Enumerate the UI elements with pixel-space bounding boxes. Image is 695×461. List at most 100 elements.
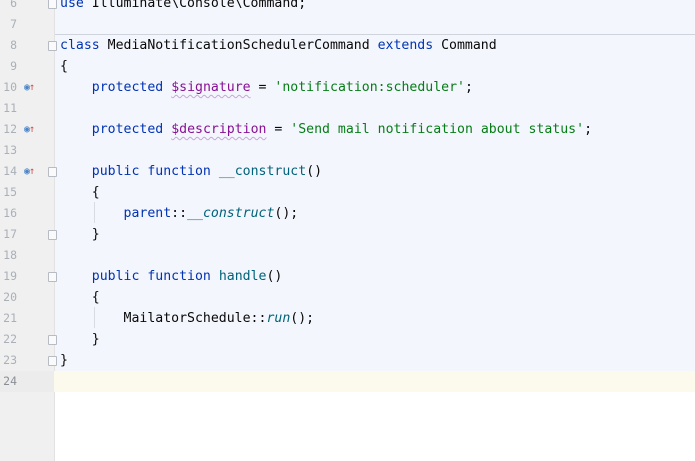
line-number[interactable]: 22: [3, 332, 17, 346]
fold-toggle-icon[interactable]: [48, 167, 57, 177]
line-number[interactable]: 13: [3, 143, 17, 157]
code-token: run: [266, 311, 291, 326]
code-line-17[interactable]: 17 }: [0, 224, 695, 245]
line-number[interactable]: 9: [10, 59, 17, 73]
code-token: public: [91, 164, 140, 179]
code-token: ::: [171, 206, 188, 221]
code-text: class MediaNotificationSchedulerCommand …: [60, 35, 497, 56]
code-token: class: [60, 38, 100, 53]
code-line-23[interactable]: 23}: [0, 350, 695, 371]
code-token: {: [60, 59, 68, 74]
code-token: Illuminate\Console\Command;: [83, 0, 307, 11]
code-text: parent::__construct();: [60, 203, 299, 224]
code-token: [60, 164, 92, 179]
code-line-8[interactable]: 8 class MediaNotificationSchedulerCommand…: [0, 35, 695, 56]
code-text: }: [60, 224, 100, 245]
code-line-11[interactable]: 11: [0, 98, 695, 119]
fold-toggle-icon[interactable]: [48, 356, 57, 366]
code-line-20[interactable]: 20 {: [0, 287, 695, 308]
line-number[interactable]: 17: [3, 227, 17, 241]
code-token: __construct: [187, 206, 275, 221]
indent-guide: [94, 202, 95, 223]
class-scope-highlight: [55, 0, 695, 371]
code-token: }: [60, 227, 100, 242]
indent-guide: [94, 307, 95, 328]
line-number[interactable]: 12: [3, 122, 17, 136]
code-token: protected: [91, 122, 164, 137]
line-number[interactable]: 16: [3, 206, 17, 220]
code-token: [60, 122, 92, 137]
code-token: {: [60, 185, 100, 200]
code-token: __construct: [218, 164, 307, 179]
line-number[interactable]: 20: [3, 290, 17, 304]
code-text: }: [60, 329, 100, 350]
code-line-13[interactable]: 13: [0, 140, 695, 161]
code-text: {: [60, 56, 68, 77]
line-number[interactable]: 19: [3, 269, 17, 283]
code-token: public: [91, 269, 140, 284]
code-text: protected $description = 'Send mail noti…: [60, 119, 592, 140]
code-token: MailatorSchedule::: [60, 311, 267, 326]
line-number[interactable]: 10: [3, 80, 17, 94]
line-number[interactable]: 6: [10, 0, 17, 10]
code-line-21[interactable]: 21 MailatorSchedule::run();: [0, 308, 695, 329]
code-line-12[interactable]: 12 ◉↑ protected $description = 'Send mail…: [0, 119, 695, 140]
line-number[interactable]: 11: [3, 101, 17, 115]
code-line-15[interactable]: 15 {: [0, 182, 695, 203]
fold-toggle-icon[interactable]: [48, 0, 57, 9]
code-text: public function __construct(): [60, 161, 322, 182]
code-token: protected: [91, 80, 164, 95]
code-token: ();: [290, 311, 315, 326]
code-token: [211, 269, 219, 284]
code-token: [163, 80, 171, 95]
code-text: MailatorSchedule::run();: [60, 308, 315, 329]
line-number[interactable]: 14: [3, 164, 17, 178]
code-token: (): [306, 164, 323, 179]
code-line-14[interactable]: 14 ◉↑ public function __construct(): [0, 161, 695, 182]
line-number[interactable]: 15: [3, 185, 17, 199]
code-token: MediaNotificationSchedulerCommand: [99, 38, 378, 53]
code-token: [60, 269, 92, 284]
fold-toggle-icon[interactable]: [48, 230, 57, 240]
code-token: {: [60, 290, 100, 305]
code-text: public function handle(): [60, 266, 283, 287]
line-number[interactable]: 18: [3, 248, 17, 262]
code-line-16[interactable]: 16 parent::__construct();: [0, 203, 695, 224]
fold-toggle-icon[interactable]: [48, 272, 57, 282]
code-line-22[interactable]: 22 }: [0, 329, 695, 350]
code-token: ();: [274, 206, 299, 221]
code-line-18[interactable]: 18: [0, 245, 695, 266]
code-text: protected $signature = 'notification:sch…: [60, 77, 473, 98]
override-method-icon[interactable]: ◉↑: [24, 124, 36, 135]
code-token: [60, 206, 124, 221]
code-token: 'Send mail notification about status': [290, 122, 585, 137]
fold-toggle-icon[interactable]: [48, 335, 57, 345]
line-number[interactable]: 23: [3, 353, 17, 367]
method-separator: [55, 34, 695, 35]
code-token: ;: [464, 80, 473, 95]
code-line-19[interactable]: 19 public function handle(): [0, 266, 695, 287]
override-method-icon[interactable]: ◉↑: [24, 82, 36, 93]
fold-toggle-icon[interactable]: [48, 41, 57, 51]
code-token: (): [266, 269, 283, 284]
code-line-7[interactable]: 7: [0, 14, 695, 35]
line-number[interactable]: 21: [3, 311, 17, 325]
code-token: =: [266, 122, 291, 137]
line-number[interactable]: 8: [10, 38, 17, 52]
code-line-10[interactable]: 10 ◉↑ protected $signature = 'notificatio…: [0, 77, 695, 98]
line-number[interactable]: 24: [3, 374, 17, 388]
code-token: extends: [377, 38, 434, 53]
current-line-highlight: [0, 371, 695, 392]
override-method-icon[interactable]: ◉↑: [24, 166, 36, 177]
code-token: Command: [433, 38, 497, 53]
code-token: $description: [171, 122, 267, 137]
code-line-9[interactable]: 9{: [0, 56, 695, 77]
code-line-24[interactable]: 24: [0, 371, 695, 392]
line-number[interactable]: 7: [10, 17, 17, 31]
code-token: 'notification:scheduler': [274, 80, 465, 95]
code-token: $signature: [171, 80, 251, 95]
code-token: }: [60, 332, 100, 347]
code-token: [211, 164, 219, 179]
